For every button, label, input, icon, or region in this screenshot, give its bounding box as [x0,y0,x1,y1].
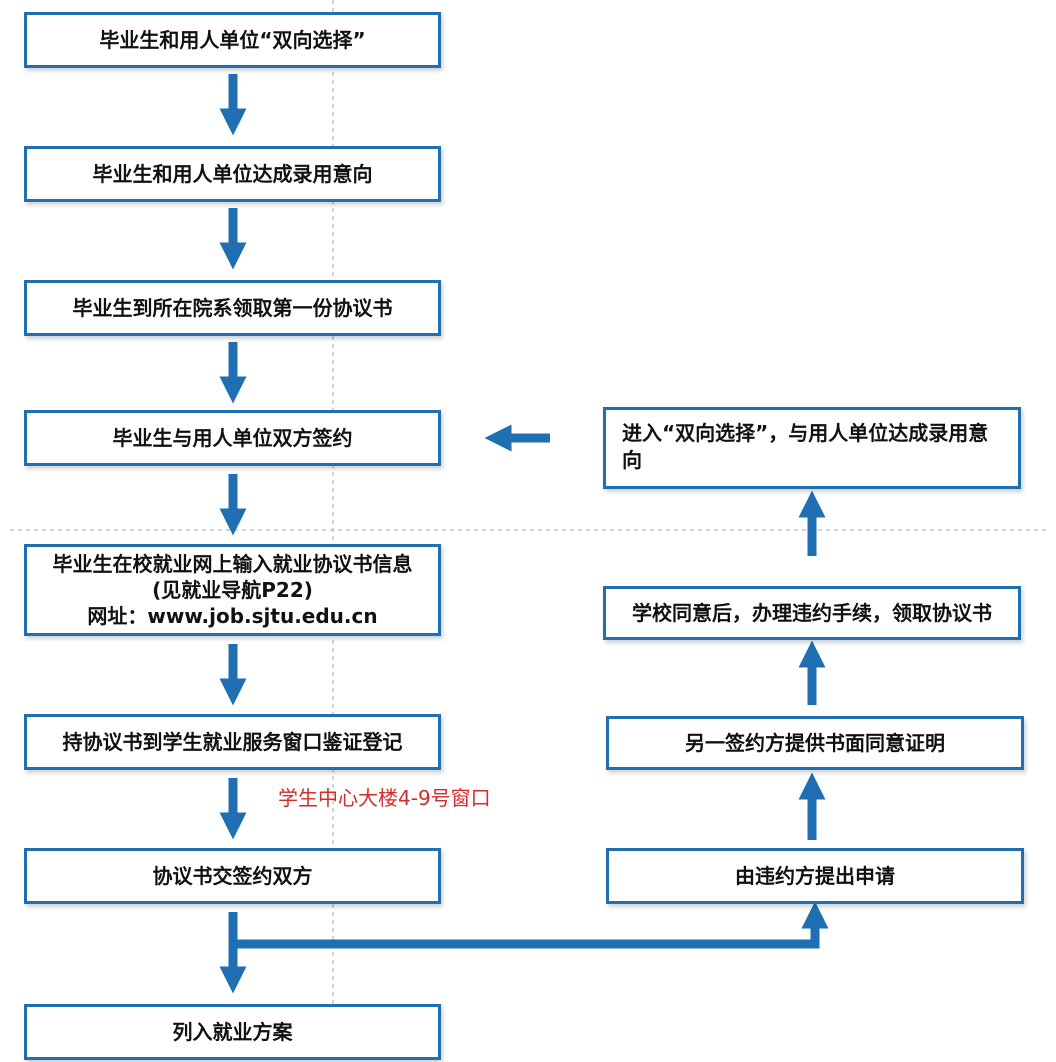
step-label: 毕业生和用人单位“双向选择” [99,27,366,52]
step-two-way-selection: 毕业生和用人单位“双向选择” [24,12,441,68]
window-location-note: 学生中心大楼4-9号窗口 [278,786,491,810]
step-written-consent: 另一签约方提供书面同意证明 [606,716,1024,770]
step-label: 列入就业方案 [172,1019,293,1044]
step-label: 毕业生到所在院系领取第一份协议书 [72,295,393,320]
step-label-line2: (见就业导航P22) [152,578,313,602]
step-certify-register: 持协议书到学生就业服务窗口鉴证登记 [24,714,441,770]
step-both-parties-sign: 毕业生与用人单位双方签约 [24,410,441,466]
step-employment-plan: 列入就业方案 [24,1004,441,1060]
step-school-approve-breach: 学校同意后，办理违约手续，领取协议书 [603,586,1021,640]
step-label: 由违约方提出申请 [735,863,895,888]
step-get-first-agreement: 毕业生到所在院系领取第一份协议书 [24,280,441,336]
step-label: 学校同意后，办理违约手续，领取协议书 [632,600,992,625]
step-hiring-intent: 毕业生和用人单位达成录用意向 [24,146,441,202]
step-label: 进入“双向选择”，与用人单位达成录用意向 [622,421,989,472]
branch-connector [233,901,829,949]
step-label-line1: 毕业生在校就业网上输入就业协议书信息 [52,552,413,576]
step-label: 另一签约方提供书面同意证明 [685,730,945,755]
step-enter-agreement-online: 毕业生在校就业网上输入就业协议书信息 (见就业导航P22) 网址：www.job… [24,544,441,636]
step-label: 毕业生和用人单位达成录用意向 [92,161,373,186]
step-deliver-agreement: 协议书交签约双方 [24,848,441,904]
step-breaching-party-applies: 由违约方提出申请 [606,848,1024,904]
step-label: 协议书交签约双方 [152,863,313,888]
step-reenter-selection: 进入“双向选择”，与用人单位达成录用意向 [603,407,1021,489]
step-label: 毕业生与用人单位双方签约 [112,425,353,450]
step-label-line3: 网址：www.job.sjtu.edu.cn [87,604,378,628]
step-label: 持协议书到学生就业服务窗口鉴证登记 [62,729,403,754]
